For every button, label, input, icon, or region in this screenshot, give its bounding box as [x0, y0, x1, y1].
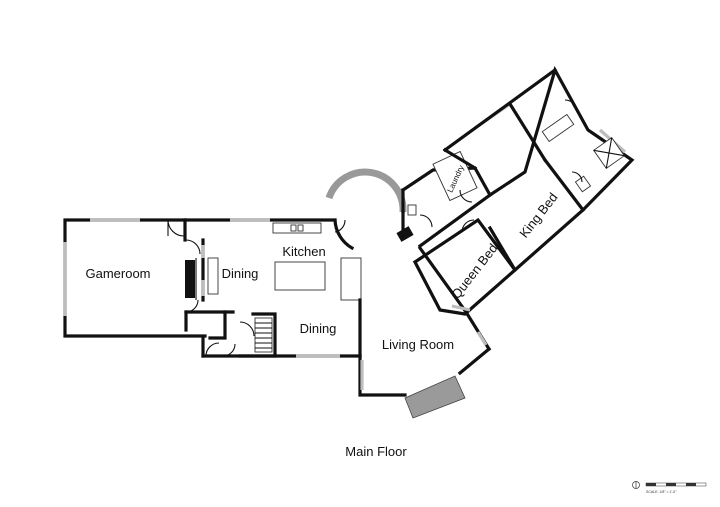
- king-bed-label: King Bed: [516, 190, 560, 241]
- cabinet: [207, 257, 219, 295]
- dining-lower-walls: [201, 298, 362, 358]
- scale-text: SCALE: 1/8" = 1'-0": [646, 490, 677, 494]
- bath-vanity: [541, 113, 575, 143]
- gameroom-label: Gameroom: [85, 266, 150, 281]
- kitchen-label: Kitchen: [282, 244, 325, 259]
- laundry-machine: [432, 150, 478, 202]
- scale-bar: [645, 482, 707, 487]
- queen-bed-label: Queen Bed: [448, 241, 500, 302]
- laundry-area-walls: [400, 150, 493, 249]
- kitchen-dining-walls: [184, 218, 337, 332]
- kitchen-sink-counter: [272, 222, 322, 234]
- dining-upper-label: Dining: [222, 266, 259, 281]
- dining-lower-label: Dining: [300, 321, 337, 336]
- kitchen-counter: [340, 257, 362, 301]
- stairs: [254, 317, 273, 353]
- north-arrow-icon: [632, 481, 640, 489]
- gameroom-walls: [63, 218, 207, 338]
- tower-hearth: [396, 226, 414, 242]
- kitchen-island: [274, 261, 326, 291]
- deck: [404, 375, 466, 419]
- living-room-label: Living Room: [382, 337, 454, 352]
- fireplace: [185, 260, 195, 298]
- round-tower: [325, 168, 414, 251]
- floor-caption: Main Floor: [345, 444, 407, 459]
- queen-bed-room: [412, 217, 518, 316]
- king-bed-room: [442, 65, 635, 273]
- living-room-walls: [358, 245, 492, 397]
